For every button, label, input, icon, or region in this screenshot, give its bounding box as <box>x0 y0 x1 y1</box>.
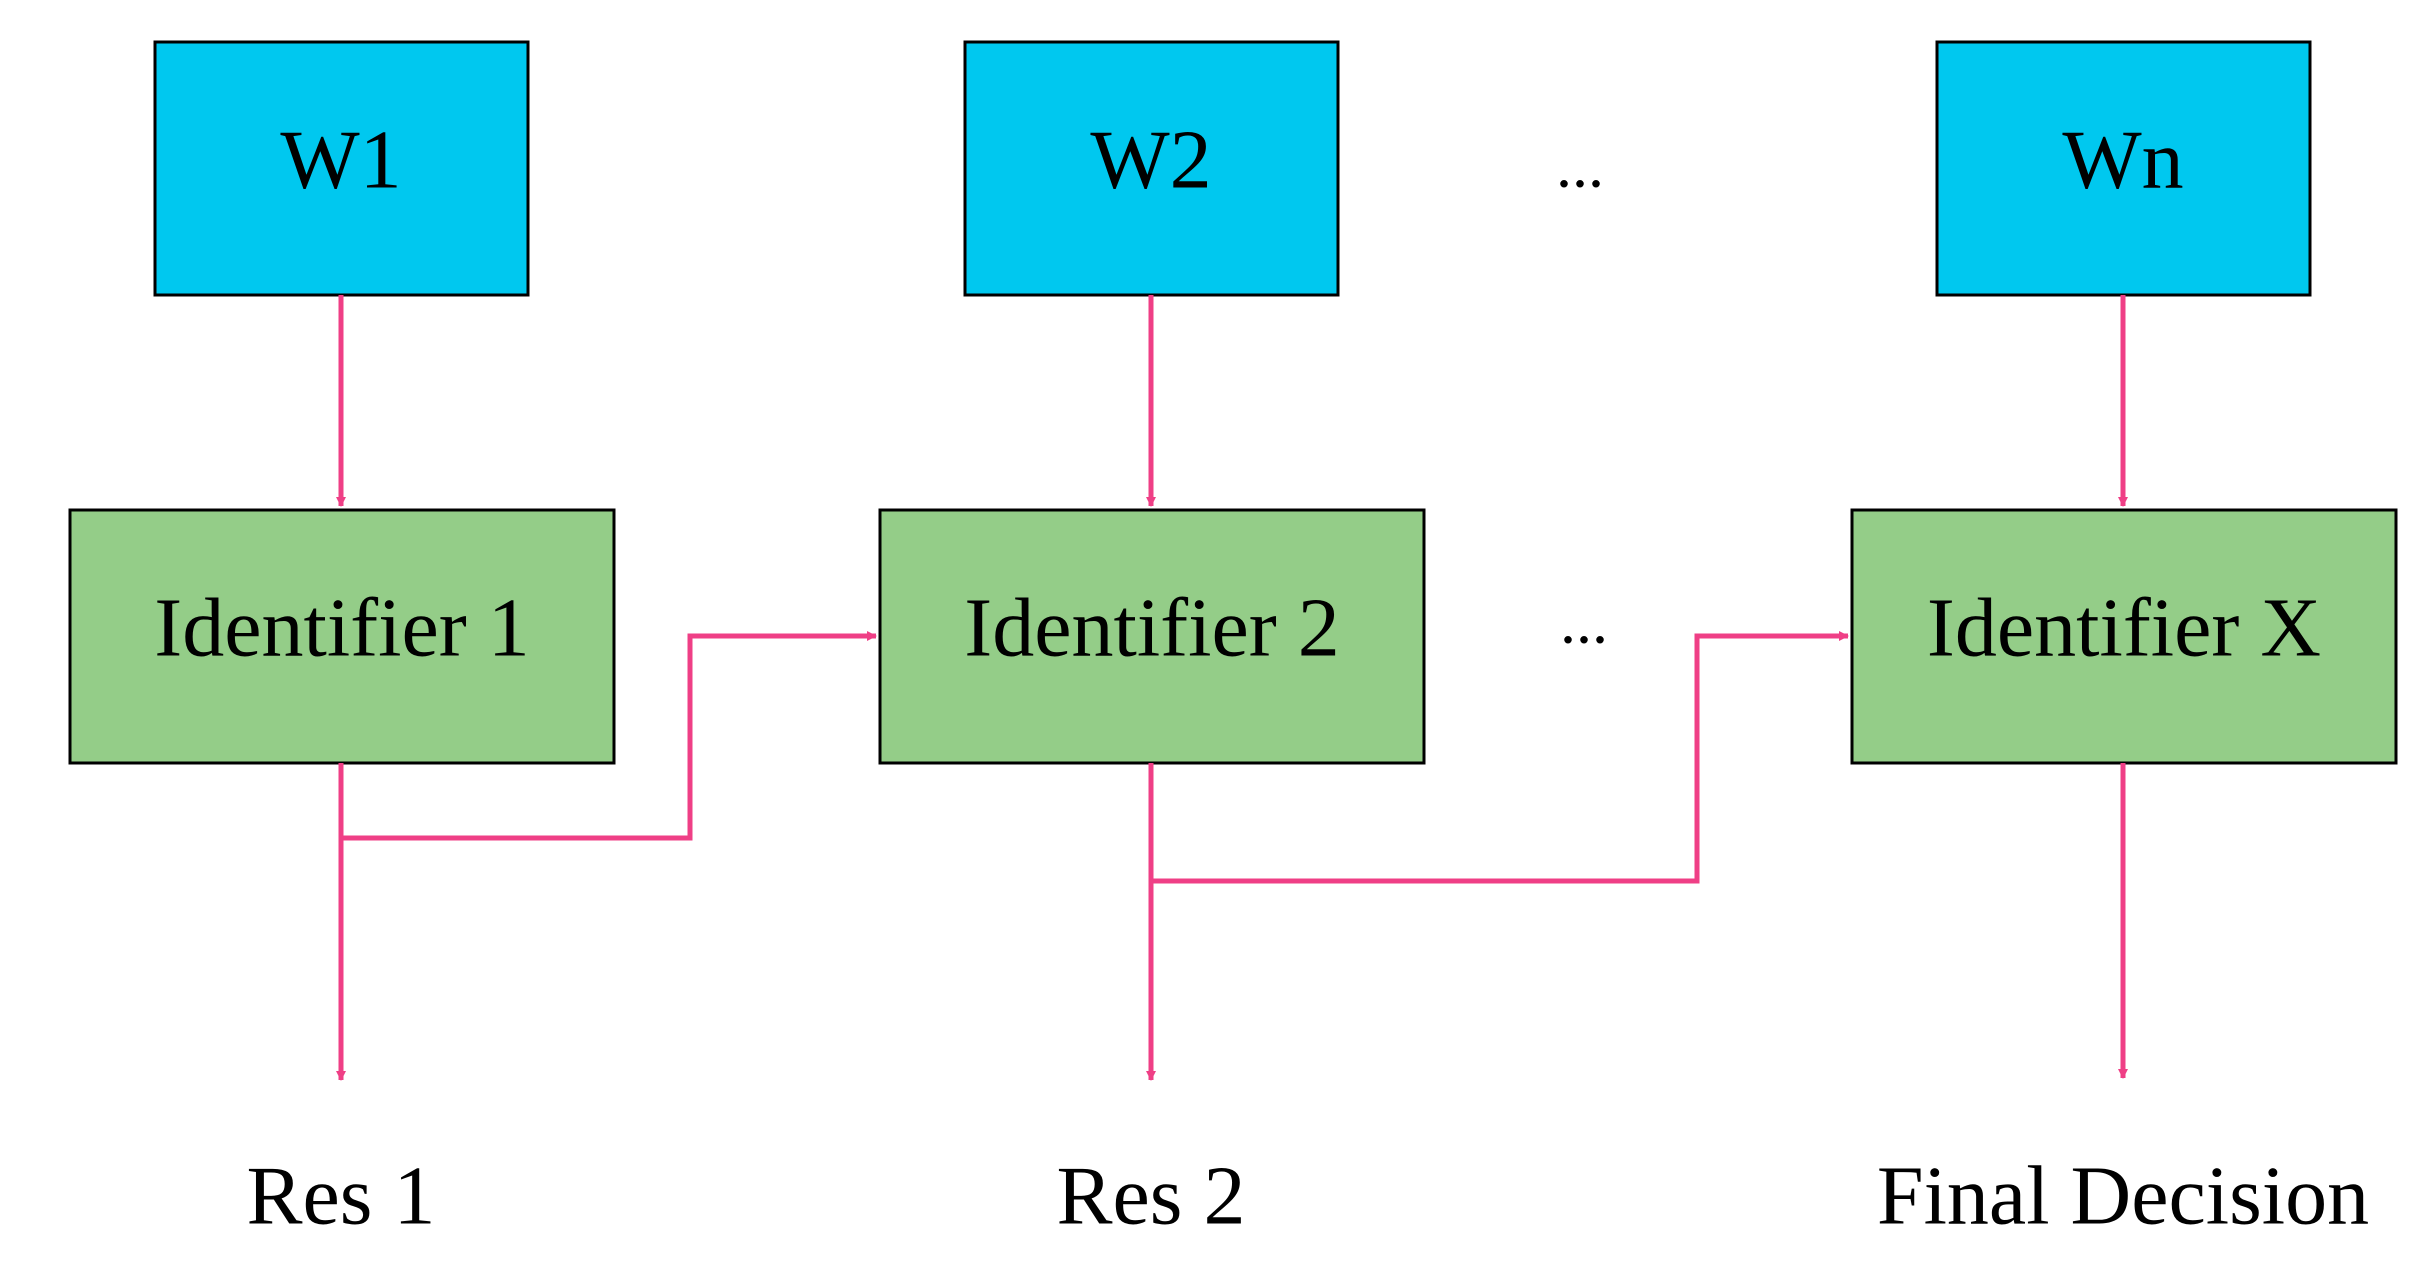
arrow-identifier-1-to-identifier-2 <box>341 631 877 841</box>
window-box-w2: W2 <box>963 40 1340 297</box>
ellipsis-middle: ... <box>1560 586 1608 657</box>
output-label-final-decision: Final Decision <box>1877 1149 2369 1242</box>
identifier-box-2: Identifier 2 <box>878 508 1426 765</box>
window-label-w2: W2 <box>1090 113 1211 206</box>
identifier-label-1: Identifier 1 <box>154 581 530 674</box>
identifier-label-2: Identifier 2 <box>964 581 1340 674</box>
ellipsis-top: ... <box>1556 130 1604 201</box>
arrow-identifier-2-to-identifier-x <box>1151 631 1849 884</box>
output-label-res-1: Res 1 <box>247 1149 436 1242</box>
identifier-box-1: Identifier 1 <box>68 508 616 765</box>
window-box-w1: W1 <box>153 40 530 297</box>
window-label-wn: Wn <box>2062 113 2183 206</box>
window-box-wn: Wn <box>1935 40 2312 297</box>
output-label-res-2: Res 2 <box>1057 1149 1246 1242</box>
identifier-label-x: Identifier X <box>1927 581 2321 674</box>
window-label-w1: W1 <box>280 113 401 206</box>
identifier-box-x: Identifier X <box>1850 508 2398 765</box>
